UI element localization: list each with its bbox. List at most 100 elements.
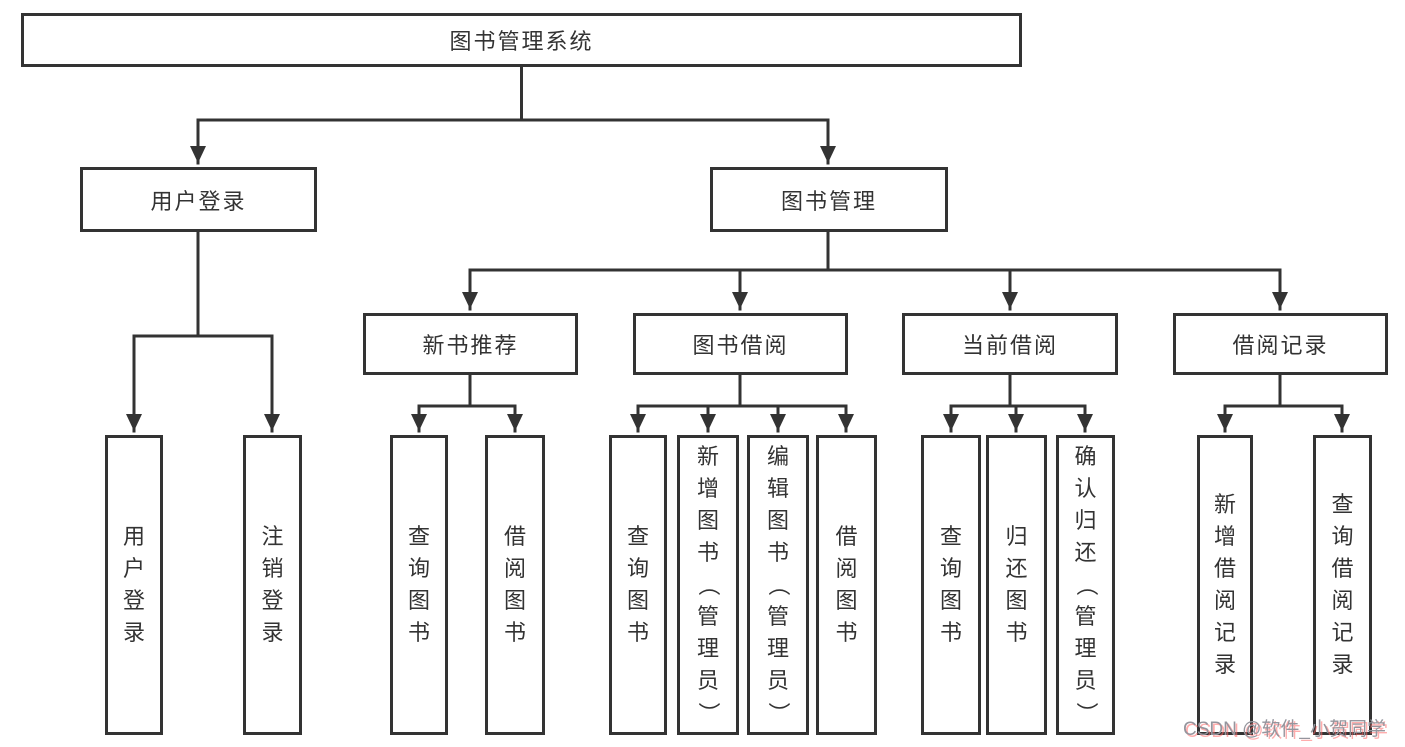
vertical-char: 图 [1005, 588, 1028, 613]
node-new-book-recommendation: 新书推荐 [363, 313, 578, 375]
vertical-char: 图 [696, 508, 719, 533]
vertical-char: 用 [122, 524, 145, 549]
vertical-char: 图 [407, 588, 430, 613]
vertical-char: 询 [407, 556, 430, 581]
vertical-char: 管 [1074, 604, 1097, 629]
vertical-char: 登 [122, 588, 145, 613]
vertical-char: 管 [696, 604, 719, 629]
leaf-query-books-current: 查询图书 [921, 435, 981, 735]
vertical-char: 注 [261, 524, 284, 549]
vertical-char: 归 [1005, 524, 1028, 549]
vertical-char: 书 [407, 620, 430, 645]
vertical-char: 询 [1331, 524, 1354, 549]
vertical-char: 确 [1074, 444, 1097, 469]
vertical-char: 录 [122, 620, 145, 645]
node-book-borrowing-label: 图书借阅 [692, 333, 789, 358]
vertical-char: 录 [1213, 652, 1236, 677]
vertical-char: 员 [696, 668, 719, 693]
leaf-user-login: 用户登录 [105, 435, 163, 735]
vertical-char: 询 [939, 556, 962, 581]
vertical-char: 图 [835, 588, 858, 613]
vertical-char: 理 [766, 636, 789, 661]
vertical-char: 管 [766, 604, 789, 629]
vertical-char: 阅 [503, 556, 526, 581]
vertical-char: ） [696, 701, 721, 724]
vertical-char: 书 [766, 540, 789, 565]
leaf-query-books-recommend: 查询图书 [390, 435, 448, 735]
leaf-query-borrow-record: 查询借阅记录 [1313, 435, 1372, 735]
leaf-query-books-borrow: 查询图书 [609, 435, 667, 735]
node-library-system: 图书管理系统 [21, 13, 1022, 67]
vertical-char: 辑 [766, 476, 789, 501]
vertical-char: 图 [939, 588, 962, 613]
node-library-system-label: 图书管理系统 [449, 29, 594, 54]
vertical-char: 阅 [835, 556, 858, 581]
vertical-char: 书 [835, 620, 858, 645]
leaf-borrow-books-recommend: 借阅图书 [485, 435, 545, 735]
vertical-char: 阅 [1331, 588, 1354, 613]
vertical-char: 还 [1005, 556, 1028, 581]
vertical-char: 新 [696, 444, 719, 469]
vertical-char: （ [696, 573, 721, 596]
vertical-char: 录 [1331, 652, 1354, 677]
node-book-management: 图书管理 [710, 167, 948, 232]
vertical-char: 销 [261, 556, 284, 581]
leaf-logout: 注销登录 [243, 435, 302, 735]
vertical-char: 记 [1331, 620, 1354, 645]
vertical-char: 认 [1074, 476, 1097, 501]
vertical-char: 登 [261, 588, 284, 613]
vertical-char: 借 [1331, 556, 1354, 581]
node-borrowing-records-label: 借阅记录 [1232, 333, 1329, 358]
vertical-char: 记 [1213, 620, 1236, 645]
vertical-char: 借 [503, 524, 526, 549]
vertical-char: 查 [939, 524, 962, 549]
vertical-char: 书 [696, 540, 719, 565]
vertical-char: 员 [766, 668, 789, 693]
vertical-char: 查 [407, 524, 430, 549]
vertical-char: 还 [1074, 540, 1097, 565]
vertical-char: 借 [835, 524, 858, 549]
node-user-login: 用户登录 [80, 167, 317, 232]
leaf-edit-books-admin: 编辑图书 （ 管理员 ） [747, 435, 809, 735]
vertical-char: 录 [261, 620, 284, 645]
vertical-char: 理 [1074, 636, 1097, 661]
vertical-char: 理 [696, 636, 719, 661]
leaf-borrow-books: 借阅图书 [816, 435, 877, 735]
vertical-char: 编 [766, 444, 789, 469]
vertical-char: （ [1073, 573, 1099, 596]
vertical-char: 查 [626, 524, 649, 549]
vertical-char: 书 [939, 620, 962, 645]
vertical-char: 书 [1005, 620, 1028, 645]
vertical-char: 图 [503, 588, 526, 613]
node-user-login-label: 用户登录 [150, 188, 247, 214]
node-current-borrowing-label: 当前借阅 [961, 333, 1058, 358]
vertical-char: 员 [1074, 668, 1097, 693]
leaf-return-books: 归还图书 [986, 435, 1047, 735]
node-book-borrowing: 图书借阅 [633, 313, 848, 375]
vertical-char: ） [1073, 701, 1099, 724]
node-new-book-recommendation-label: 新书推荐 [422, 333, 519, 358]
leaf-confirm-return-admin: 确认归还 （ 管理员 ） [1056, 435, 1115, 735]
vertical-char: 增 [1213, 524, 1236, 549]
node-book-management-label: 图书管理 [780, 188, 877, 214]
vertical-char: 查 [1331, 492, 1354, 517]
vertical-char: ） [766, 701, 791, 724]
vertical-char: （ [766, 573, 791, 596]
leaf-add-books-admin: 新增图书 （ 管理员 ） [677, 435, 739, 735]
vertical-char: 增 [696, 476, 719, 501]
vertical-char: 书 [626, 620, 649, 645]
vertical-char: 阅 [1213, 588, 1236, 613]
node-current-borrowing: 当前借阅 [902, 313, 1118, 375]
vertical-char: 归 [1074, 508, 1097, 533]
vertical-char: 书 [503, 620, 526, 645]
vertical-char: 图 [766, 508, 789, 533]
vertical-char: 户 [122, 556, 145, 581]
vertical-char: 新 [1213, 492, 1236, 517]
vertical-char: 图 [626, 588, 649, 613]
vertical-char: 询 [626, 556, 649, 581]
vertical-char: 借 [1213, 556, 1236, 581]
leaf-add-borrow-record: 新增借阅记录 [1197, 435, 1253, 735]
node-borrowing-records: 借阅记录 [1173, 313, 1388, 375]
